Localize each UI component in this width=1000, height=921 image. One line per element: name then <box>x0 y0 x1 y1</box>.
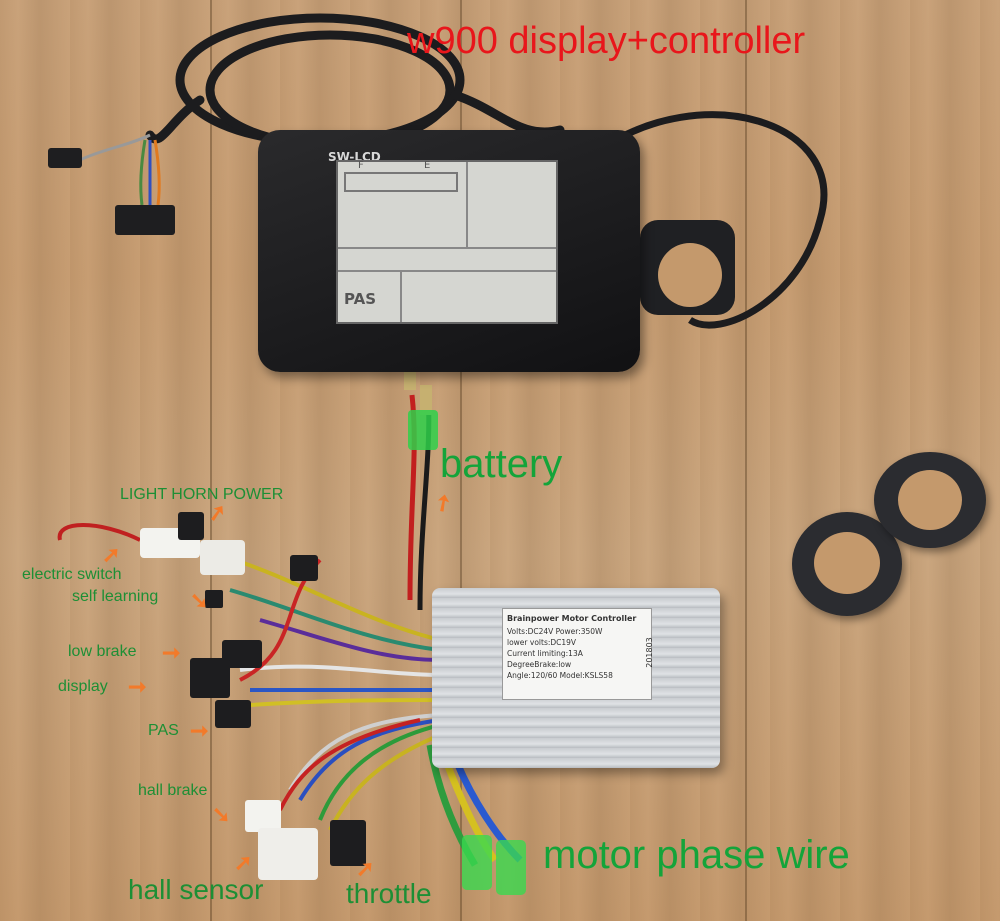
controller-line-3: Current limiting:13A <box>507 649 583 658</box>
display-label: display <box>58 678 108 695</box>
controller-line-4: DegreeBrake:low <box>507 660 572 669</box>
controller-title: Brainpower Motor Controller <box>507 614 637 623</box>
self-learning-label: self learning <box>72 588 159 605</box>
small-connector <box>48 148 82 168</box>
rubber-ring-left-hole <box>814 532 880 594</box>
display-plug <box>190 658 230 698</box>
throttle-plug <box>330 820 366 866</box>
pas-plug <box>215 700 251 728</box>
hall-sensor-label: hall sensor <box>128 874 264 905</box>
rubber-ring-right-hole <box>898 470 962 530</box>
hall-brake-label: hall brake <box>138 782 208 799</box>
controller-line-5: Angle:120/60 Model:KSLS58 <box>507 671 613 680</box>
light-horn-power-label: LIGHT HORN POWER <box>120 486 284 503</box>
motor-phase-wire-label: motor phase wire <box>543 833 850 877</box>
lcd-screen: F E PAS <box>336 160 558 324</box>
electric-switch-label: electric switch <box>22 566 122 583</box>
display-arrow-icon: ➞ <box>128 674 147 699</box>
self-learning-plug <box>205 590 223 608</box>
lcd-e-mark: E <box>424 160 431 171</box>
hall-sensor-arrow-icon: ➚ <box>234 850 253 875</box>
battery-gauge <box>344 172 458 192</box>
low-brake-label: low brake <box>68 643 137 660</box>
low-brake-plug <box>222 640 262 668</box>
controller-label: Brainpower Motor Controller Volts:DC24V … <box>502 608 655 700</box>
pas-arrow-icon: ➞ <box>190 718 209 743</box>
low-brake-arrow-icon: ➞ <box>162 640 181 665</box>
battery-label: battery <box>440 442 563 486</box>
controller-date-code: 201803 <box>645 637 655 668</box>
phase-connector-2 <box>496 840 526 895</box>
lcd-pas-text: PAS <box>344 290 377 308</box>
controller-line-1: Volts:DC24V Power:350W <box>507 627 603 636</box>
hall-sensor-plug <box>258 828 318 880</box>
mount-hole <box>658 243 722 307</box>
motor-controller: Brainpower Motor Controller Volts:DC24V … <box>432 588 720 768</box>
lcd-f-mark: F <box>358 160 364 171</box>
pas-label: PAS <box>148 722 179 739</box>
electric-switch-arrow-icon: ➚ <box>102 542 121 567</box>
display-connector <box>115 205 175 235</box>
hall-brake-arrow-icon: ➘ <box>212 802 231 827</box>
phase-connector-1 <box>462 835 492 890</box>
throttle-arrow-icon: ➚ <box>356 856 375 881</box>
self-learning-arrow-icon: ➘ <box>190 588 209 613</box>
battery-terminal <box>408 410 438 450</box>
controller-line-2: lower volts:DC19V <box>507 638 577 647</box>
throttle-label: throttle <box>346 878 432 909</box>
hall-brake-plug <box>245 800 281 832</box>
mount-cable <box>597 111 828 329</box>
light-horn-plug <box>178 512 204 540</box>
image-title: w900 display+controller <box>407 20 806 62</box>
lcd-display: SW-LCD F E PAS <box>258 130 640 372</box>
